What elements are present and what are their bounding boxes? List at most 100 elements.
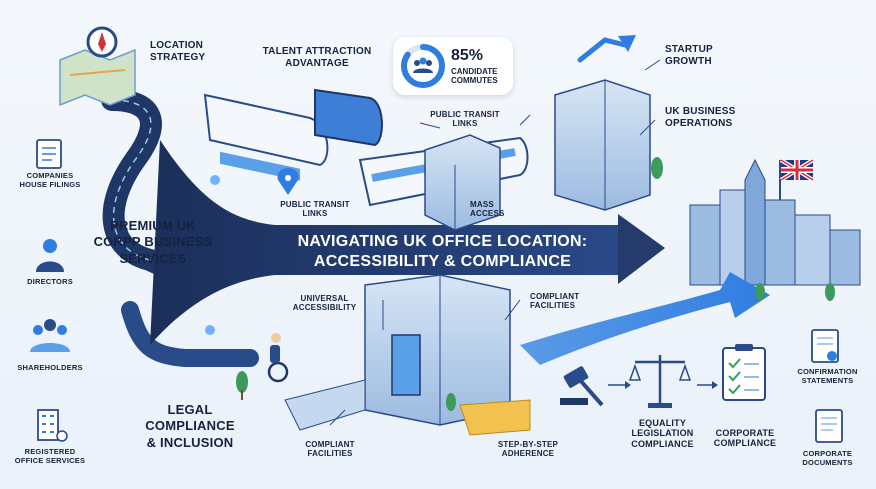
banner-road [150, 140, 665, 345]
public-transit-lower-label: PUBLIC TRANSIT LINKS [270, 200, 360, 218]
side-item-0-line2: HOUSE FILINGS [19, 179, 81, 189]
ukops-line1: UK BUSINESS [665, 106, 736, 117]
stat-value: 85% [451, 47, 484, 64]
city-skyline [689, 158, 861, 286]
compliant-bottom-line2: FACILITIES [307, 449, 353, 459]
step-line1: STEP-BY-STEP [497, 440, 559, 449]
road-node-icon [210, 175, 220, 185]
uk-flag-icon [779, 158, 815, 182]
mass-line1: MASS [470, 200, 494, 209]
stat-label-line1: CANDIDATE [451, 67, 498, 76]
leader-lines [329, 59, 661, 426]
commute-donut-chart [401, 44, 445, 88]
director-person-icon [36, 239, 64, 272]
public-transit-upper-label: PUBLIC TRANSIT LINKS [420, 110, 510, 128]
right-doc-0-line1: CONFIRMATION [797, 367, 858, 376]
location-pin-icon [277, 168, 299, 195]
transit-upper-line1: PUBLIC TRANSIT [430, 110, 500, 119]
right-doc-1-line2: DOCUMENTS [802, 457, 853, 467]
side-item-0-line1: COMPANIES [26, 171, 74, 180]
wheelchair-icon [267, 333, 289, 383]
growth-arrow-icon [618, 35, 636, 52]
premium-services-label: PREMIUM UK CORPP BUSINESS SERVICES [88, 218, 218, 267]
legal-line1: LEGAL [167, 402, 213, 417]
compliance-arrow [520, 272, 770, 365]
registered-office-building-icon [37, 409, 68, 442]
people-icon [414, 60, 420, 66]
location-line1: LOCATION [150, 40, 204, 51]
people-icon [419, 57, 427, 65]
startup-line2: GROWTH [665, 55, 712, 67]
donut-arc [401, 44, 445, 88]
startup-building [554, 35, 651, 211]
side-item-3-line1: REGISTERED [24, 447, 76, 456]
scale-icon [628, 355, 692, 408]
candidate-commute-stat-card: 85% CANDIDATE COMMUTES [393, 37, 513, 95]
side-item-3-line2: OFFICE SERVICES [14, 455, 86, 465]
confirmation-statement-certificate-icon [811, 329, 839, 363]
corporate-line1: CORPORATE [715, 428, 775, 438]
gavel-icon [560, 366, 604, 407]
transit-lower-line1: PUBLIC TRANSIT [280, 200, 350, 209]
compliant-top-line1: COMPLIANT [530, 292, 580, 301]
side-item-1-line1: DIRECTORS [27, 277, 73, 286]
legal-compliance-label: LEGAL COMPLIANCE & INCLUSION [140, 402, 240, 451]
corporate-compliance-label: CORPORATE COMPLIANCE [700, 428, 790, 449]
checklist-icon [722, 344, 766, 401]
service-line2: CORPP BUSINESS [93, 234, 213, 250]
tree-icon [236, 157, 835, 411]
compliant-facilities-top-label: COMPLIANT FACILITIES [530, 292, 579, 310]
compliant-bottom-line1: COMPLIANT [305, 440, 355, 449]
shareholders-label: SHAREHOLDERS [10, 363, 90, 373]
directors-label: DIRECTORS [10, 277, 90, 287]
stat-label: CANDIDATE COMMUTES [451, 67, 498, 85]
equality-line1: EQUALITY [638, 418, 687, 428]
location-line2: STRATEGY [150, 51, 206, 63]
startup-growth-label: STARTUP GROWTH [665, 44, 713, 67]
uk-business-operations-label: UK BUSINESS OPERATIONS [665, 106, 736, 129]
ukops-line2: OPERATIONS [665, 117, 733, 129]
corporate-line2: COMPLIANCE [713, 438, 777, 449]
talent-line2: ADVANTAGE [285, 57, 349, 69]
legal-line2: COMPLIANCE [145, 418, 235, 434]
universal-line1: UNIVERSAL [300, 294, 349, 303]
transit-upper-line2: LINKS [452, 119, 478, 129]
corporate-documents-label: CORPORATE DOCUMENTS [785, 449, 870, 467]
mass-line2: ACCESS [470, 209, 505, 219]
equality-line3: COMPLIANCE [631, 438, 694, 449]
universal-line2: ACCESSIBILITY [292, 303, 357, 313]
talent-attraction-label: TALENT ATTRACTION ADVANTAGE [252, 46, 382, 69]
side-item-2-line1: SHAREHOLDERS [17, 363, 83, 372]
step-line2: ADHERENCE [501, 449, 555, 459]
road-node-icon [205, 325, 215, 335]
universal-accessibility-label: UNIVERSAL ACCESSIBILITY [282, 294, 367, 312]
service-line1: PREMIUM UK [110, 218, 196, 233]
map-icon [59, 26, 136, 107]
companies-house-document-icon [36, 139, 62, 169]
equality-line2: LEGISLATION [631, 428, 694, 439]
shareholders-group-icon [30, 319, 70, 352]
flow-arrow-icon [608, 381, 718, 389]
companies-house-filings-label: COMPANIES HOUSE FILINGS [10, 171, 90, 189]
step-by-step-label: STEP-BY-STEP ADHERENCE [488, 440, 568, 458]
people-icon [413, 68, 433, 73]
right-doc-1-line1: CORPORATE [802, 449, 853, 458]
legal-line3: & INCLUSION [146, 434, 234, 450]
location-strategy-label: LOCATION STRATEGY [150, 40, 205, 63]
title-line1: NAVIGATING UK OFFICE LOCATION: [297, 233, 588, 250]
accessible-office-building [284, 274, 531, 436]
title-line2: ACCESSIBILITY & COMPLIANCE [313, 253, 572, 270]
compliant-facilities-bottom-label: COMPLIANT FACILITIES [290, 440, 370, 458]
talent-line1: TALENT ATTRACTION [262, 46, 372, 57]
right-doc-0-line2: STATEMENTS [801, 375, 854, 385]
stat-label-line2: COMMUTES [451, 76, 498, 86]
startup-line1: STARTUP [665, 44, 713, 55]
transit-building [424, 134, 501, 231]
mass-access-label: MASS ACCESS [470, 200, 505, 218]
compliant-top-line2: FACILITIES [530, 301, 576, 311]
corporate-documents-icon [815, 409, 843, 443]
people-icon [426, 60, 432, 66]
service-line3: SERVICES [119, 250, 187, 266]
confirmation-statements-label: CONFIRMATION STATEMENTS [785, 367, 870, 385]
